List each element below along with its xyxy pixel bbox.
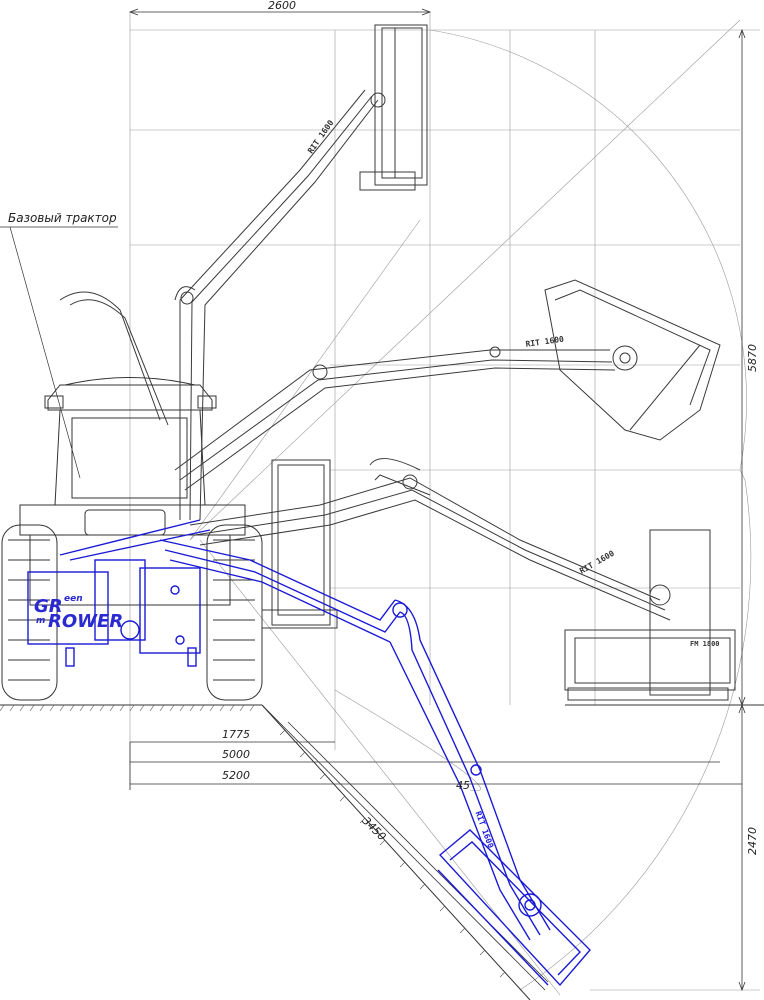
- tractor: [1, 377, 263, 701]
- rear-wheel-left: [1, 524, 58, 701]
- mower-head-vertical: [359, 24, 428, 191]
- arm-position-vertical: [59, 24, 428, 521]
- head-model-label-forward: FM 1800: [690, 640, 720, 648]
- arm-position-horizontal: [174, 279, 721, 491]
- dimension-reach-1: 1775: [222, 728, 250, 741]
- brand-logo-line2-small: m: [36, 616, 46, 626]
- construction-grid: [129, 12, 760, 996]
- ground-hatch: [0, 704, 506, 978]
- mower-head-slope: [437, 829, 591, 987]
- dimension-lines: [128, 8, 746, 992]
- brand-logo-line2: ROWER: [48, 611, 124, 632]
- label-leader: [0, 226, 118, 479]
- mower-head-rear: [261, 459, 338, 629]
- dimension-reach-3: 5200: [222, 769, 250, 782]
- tractor-cab: [44, 377, 217, 506]
- arm-position-slope: [27, 519, 591, 987]
- brand-logo: GR een m ROWER: [32, 594, 124, 636]
- dimension-reach-2: 5000: [222, 748, 250, 761]
- dimension-depth-down: 2470: [746, 827, 759, 855]
- dimension-slope-angle: 45: [456, 779, 470, 792]
- dimension-height-up: 5870: [746, 344, 759, 372]
- base-tractor-label: Базовый трактор: [8, 211, 117, 225]
- rear-wheel-right: [206, 524, 263, 701]
- arm-position-forward: [189, 458, 736, 701]
- brand-logo-line1-small: een: [64, 594, 83, 604]
- brand-logo-line1: GR: [34, 596, 63, 617]
- mower-head-horizontal: [544, 279, 721, 441]
- mower-head-forward: [564, 529, 736, 701]
- tractor-mount-frame: [27, 519, 211, 667]
- ground-line: [0, 704, 764, 1000]
- dimension-top-width: 2600: [268, 0, 296, 12]
